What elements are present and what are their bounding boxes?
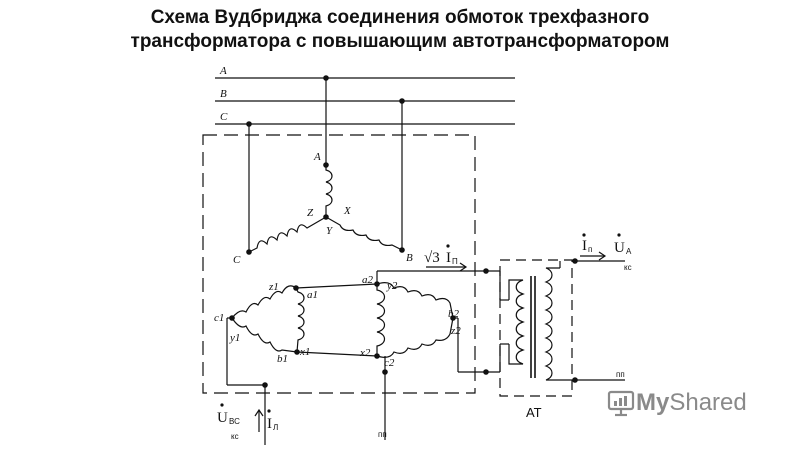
label-b2: b2 (448, 308, 460, 320)
label-x2: x2 (359, 347, 371, 359)
node-a1 (293, 285, 299, 291)
bus-label-b: B (220, 88, 227, 100)
phasor-dot-il (267, 409, 271, 413)
node-bus-a (323, 75, 329, 81)
at-winding-right (544, 267, 575, 381)
star-label-x: X (343, 205, 352, 217)
diagram-title: Схема Вудбриджа соединения обмоток трехф… (0, 6, 800, 54)
arrow-il-head (254, 408, 264, 417)
phasor-dot-ip (446, 244, 450, 248)
link-x1-x2 (296, 351, 378, 357)
node-at-in (483, 268, 489, 274)
node-a2 (374, 281, 380, 287)
phasor-dot-ua (617, 233, 621, 237)
autotransformer-boundary (499, 259, 573, 397)
star-label-y: Y (326, 225, 334, 237)
delta1-winding-right (295, 287, 305, 353)
label-ubc-letter: U (217, 410, 228, 426)
logo-text-rest: Shared (669, 389, 747, 416)
label-pp-bottom: пп (378, 430, 387, 439)
label-in-letter: I (582, 238, 587, 254)
delta1-winding-top (231, 285, 297, 319)
node-x1 (294, 349, 300, 355)
arrow-ip-head (459, 262, 468, 272)
node-at-out (483, 369, 489, 375)
node-at-pp (572, 377, 578, 383)
bus-label-a: A (219, 65, 227, 77)
label-ua-letter: U (614, 240, 625, 256)
node-c2 (382, 369, 388, 375)
at-winding-left (508, 279, 525, 365)
delta1-winding-bottom (231, 317, 298, 353)
delta2-winding-left (376, 284, 386, 356)
star-label-a: A (313, 151, 321, 163)
label-il-sub: Л (273, 423, 278, 432)
label-y1: y1 (229, 332, 240, 344)
star-winding-c (248, 216, 327, 253)
label-b1: b1 (277, 353, 288, 365)
autotransformer-label: АТ (526, 405, 542, 420)
node-star-b (399, 247, 405, 253)
delta2-winding-top (376, 282, 454, 319)
myshared-logo: MyShared (606, 388, 747, 418)
link-a1-a2 (295, 283, 378, 289)
arrow-in-head (598, 251, 607, 261)
label-x1: x1 (299, 346, 310, 358)
transformer-boundary (202, 134, 476, 394)
label-ip-letter: I (446, 250, 451, 266)
node-b2 (450, 315, 456, 321)
node-star-a (323, 162, 329, 168)
label-c1: c1 (214, 312, 224, 324)
node-star-c (246, 249, 252, 255)
star-label-z: Z (307, 207, 314, 219)
node-bus-b (399, 98, 405, 104)
presentation-icon (607, 390, 635, 417)
label-z2: z2 (450, 325, 461, 337)
label-sqrt3: √3 (424, 250, 440, 266)
label-ua-sub: А (626, 247, 632, 256)
star-label-b: B (406, 252, 413, 264)
star-winding-b (325, 216, 403, 251)
node-x2 (374, 353, 380, 359)
label-kc-right: кс (624, 263, 632, 272)
logo-text: MyShared (636, 389, 747, 417)
label-c2: c2 (384, 357, 395, 369)
node-bus-c (246, 121, 252, 127)
star-label-c: C (233, 254, 241, 266)
label-pp-right: пп (616, 370, 625, 379)
phasor-dot-in (582, 233, 586, 237)
label-kc-bottom: кс (231, 432, 239, 441)
bus-label-c: C (220, 111, 228, 123)
label-ip-sub: П (452, 257, 458, 266)
title-line-1: Схема Вудбриджа соединения обмоток трехф… (150, 7, 650, 28)
node-c1 (229, 315, 235, 321)
delta2-winding-bottom (376, 317, 454, 358)
node-at-kc (572, 258, 578, 264)
node-bottom-kc (262, 382, 268, 388)
label-il-letter: I (267, 416, 272, 432)
label-z1: z1 (268, 281, 279, 293)
star-winding-a (325, 165, 333, 217)
label-in-sub: п (588, 245, 592, 254)
title-line-2: трансформатора с повышающим автотрансфор… (130, 31, 670, 52)
label-a2: a2 (362, 274, 374, 286)
logo-text-bold: My (636, 389, 670, 416)
label-y2: y2 (386, 280, 398, 292)
label-a1: a1 (307, 289, 318, 301)
phasor-dot-ubc (220, 403, 224, 407)
node-neutral (323, 214, 329, 220)
label-ubc-sub: ВС (229, 417, 240, 426)
